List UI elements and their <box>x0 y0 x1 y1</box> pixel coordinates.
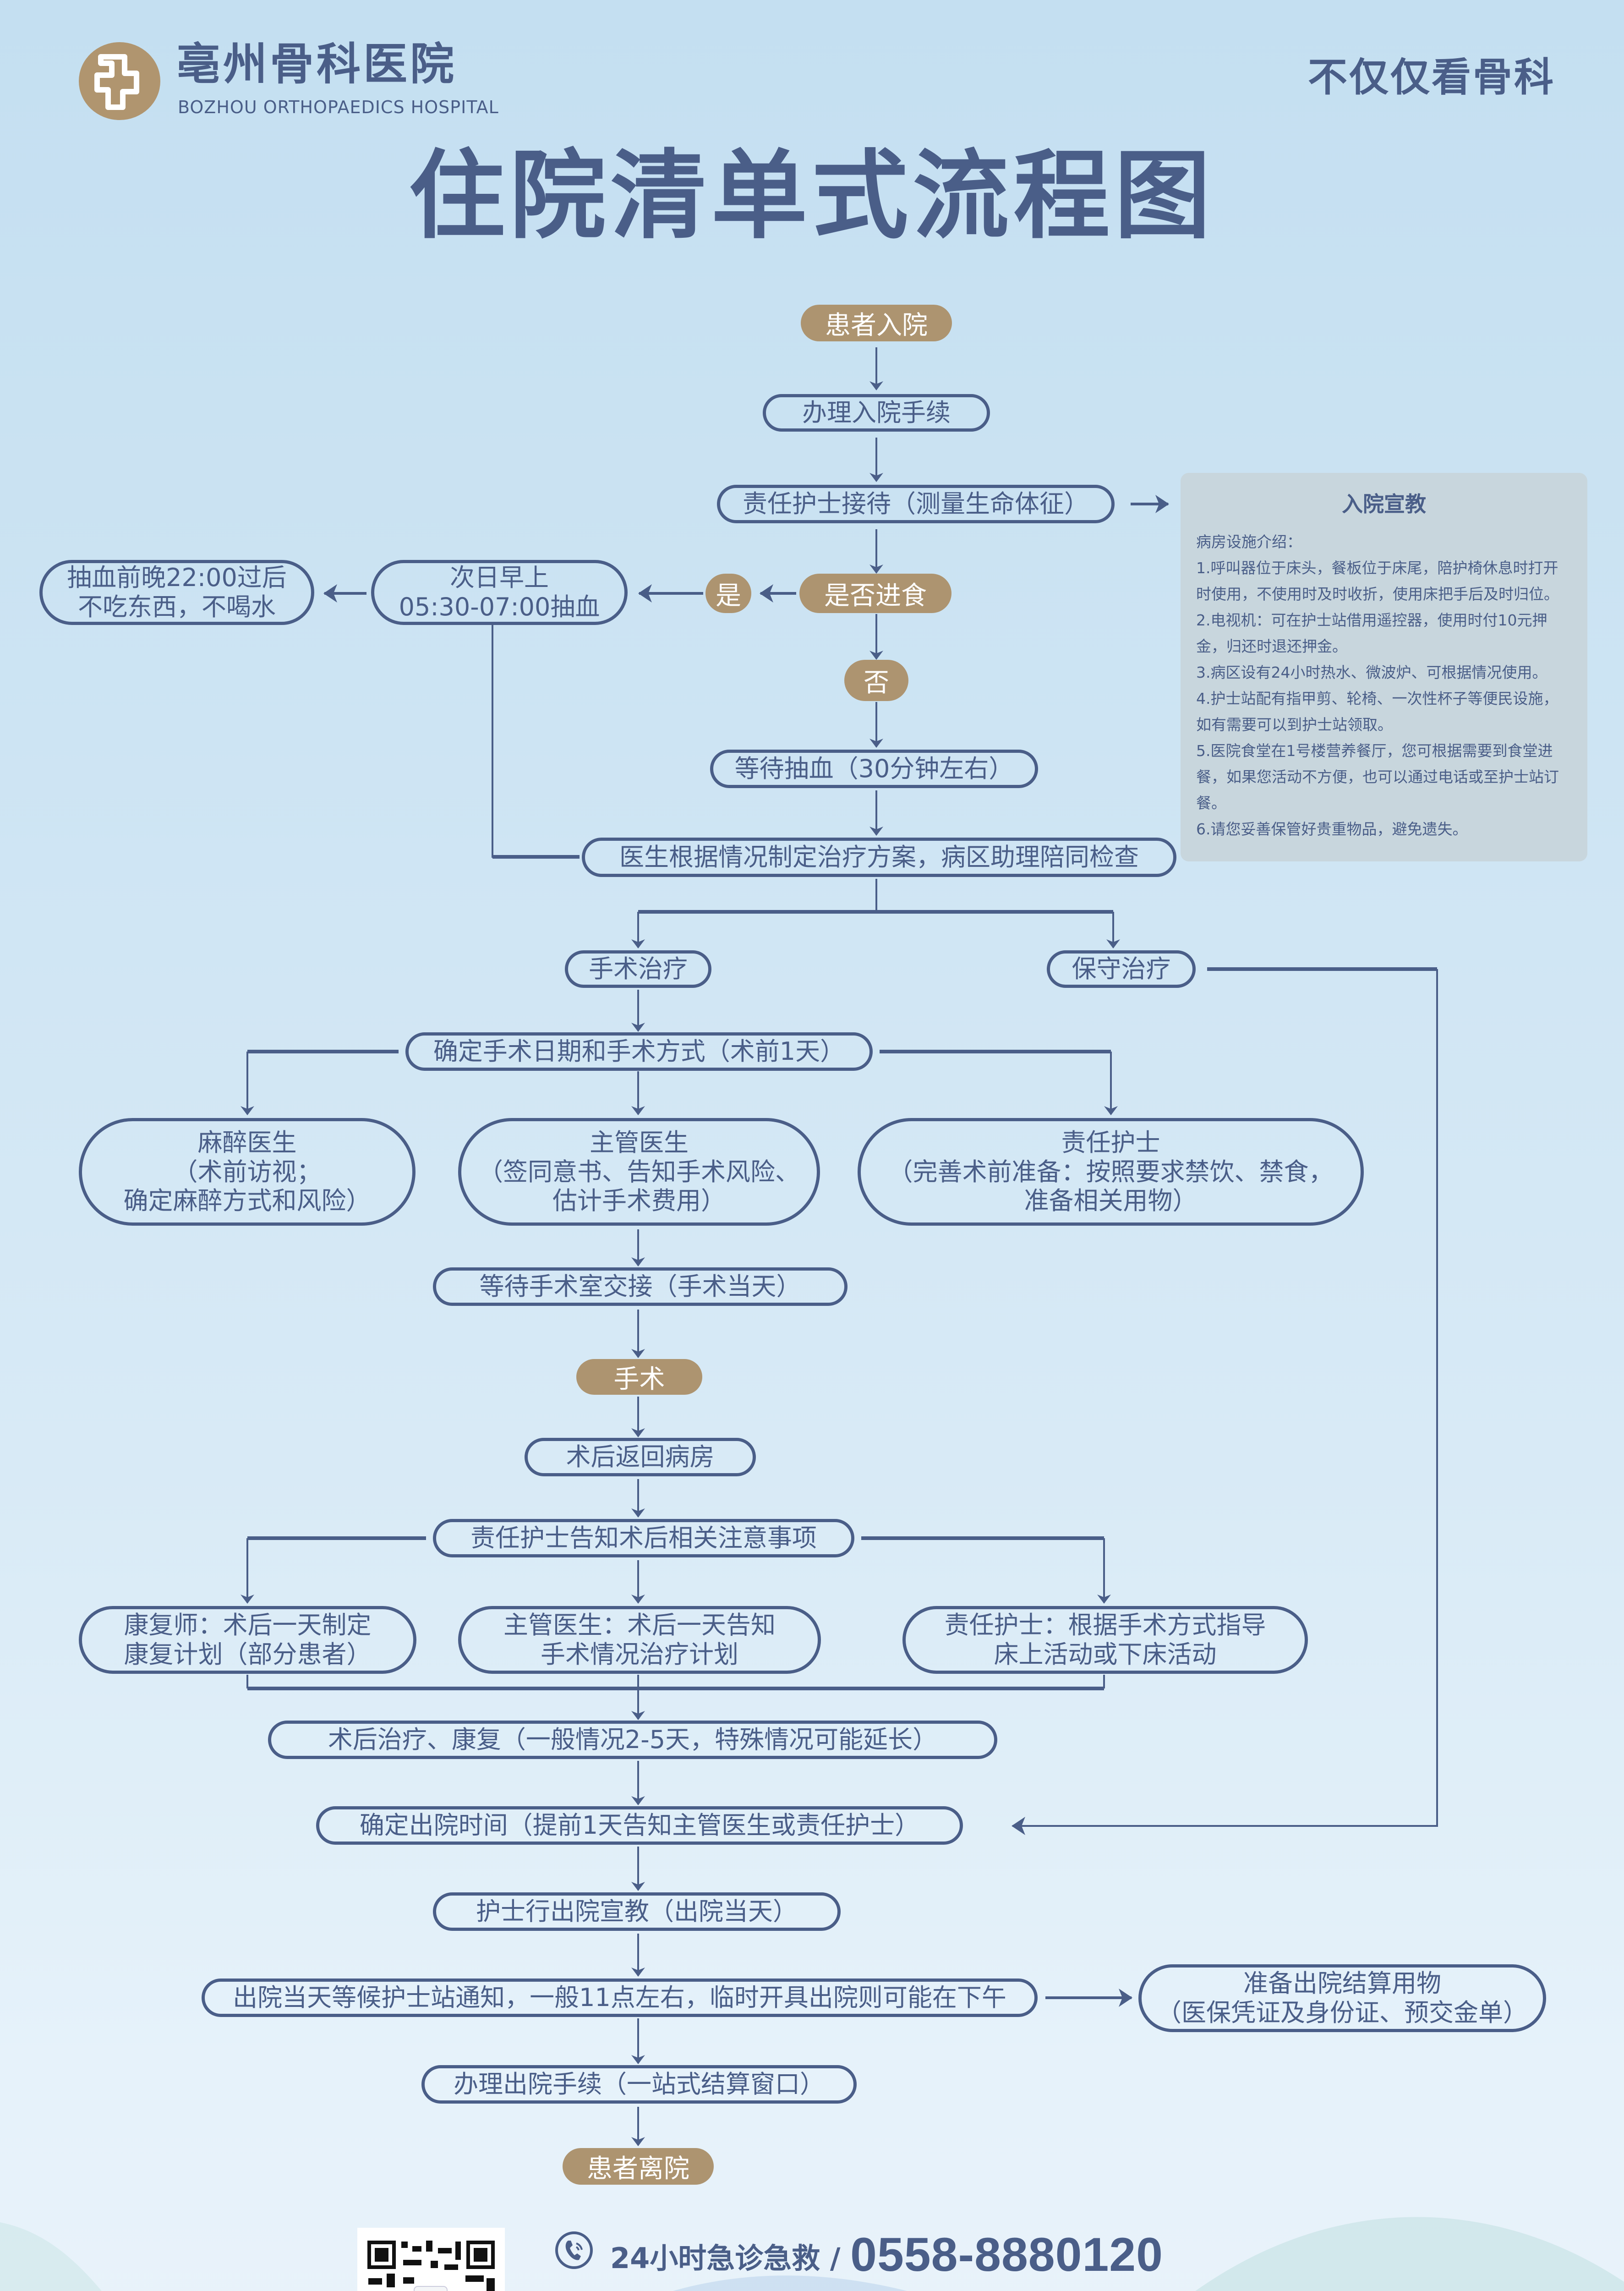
emergency-label: 24小时急诊急救 / <box>610 2242 851 2275</box>
panel-intro: 病房设施介绍： <box>1196 533 1302 551</box>
node-discharge-wait: 出院当天等候护士站通知，一般11点左右，临时开具出院则可能在下午 <box>202 1979 1038 2017</box>
line-conservative-to-discharge <box>1012 969 1438 1835</box>
node-confirm-surgery-date: 确定手术日期和手术方式（术前1天） <box>405 1032 873 1071</box>
node-postop-nurse: 责任护士：根据手术方式指导 床上活动或下床活动 <box>902 1606 1308 1674</box>
node-rehab-therapist: 康复师：术后一天制定 康复计划（部分患者） <box>79 1606 416 1674</box>
node-anesthesiologist: 麻醉医生 （术前访视； 确定麻醉方式和风险） <box>79 1118 416 1226</box>
node-wait-blood: 等待抽血（30分钟左右） <box>710 750 1038 788</box>
hospital-logo <box>79 42 160 120</box>
postop-nurse-line-2: 床上活动或下床活动 <box>994 1640 1217 1669</box>
attending-line-1: （签同意书、告知手术风险、 <box>478 1157 800 1186</box>
start-patient-admission: 患者入院 <box>801 305 952 341</box>
node-confirm-discharge: 确定出院时间（提前1天告知主管医生或责任护士） <box>316 1806 963 1845</box>
node-return-ward: 术后返回病房 <box>525 1438 756 1476</box>
node-postop-notice: 责任护士告知术后相关注意事项 <box>433 1519 854 1557</box>
nurse-line-1: （完善术前准备：按照要求禁饮、禁食， <box>888 1157 1334 1186</box>
decision-eaten: 是否进食 <box>799 574 951 613</box>
milestone-surgery: 手术 <box>576 1359 702 1395</box>
settlement-line-2: （医保凭证及身份证、预交金单） <box>1157 1998 1528 2027</box>
postop-nurse-line-1: 责任护士：根据手术方式指导 <box>944 1611 1266 1640</box>
nurse-title: 责任护士 <box>1061 1128 1160 1157</box>
emergency-phone[interactable]: 0558-8880120 <box>850 2228 1163 2281</box>
panel-item: 4.护士站配有指甲剪、轮椅、一次性杯子等便民设施，如有需要可以到护士站领取。 <box>1196 690 1558 734</box>
line-morning-to-plan <box>492 624 580 858</box>
node-nurse-reception: 责任护士接待（测量生命体征） <box>717 485 1115 523</box>
attending-title: 主管医生 <box>590 1128 689 1157</box>
node-postop-treatment: 术后治疗、康复（一般情况2-5天，特殊情况可能延长） <box>268 1721 997 1759</box>
admission-education-panel: 入院宣教 病房设施介绍： 1.呼叫器位于床头，餐板位于床尾，陪护椅休息时打开时使… <box>1181 473 1587 861</box>
hospital-name-en: BOZHOU ORTHOPAEDICS HOSPITAL <box>178 97 499 117</box>
panel-item: 1.呼叫器位于床头，餐板位于床尾，陪护椅休息时打开时使用，不使用时及时收折，使用… <box>1196 559 1559 603</box>
node-wait-or-handover: 等待手术室交接（手术当天） <box>433 1267 848 1306</box>
panel-item: 6.请您妥善保管好贵重物品，避免遗失。 <box>1196 820 1468 838</box>
node-discharge-procedure: 办理出院手续（一站式结算窗口） <box>421 2065 857 2104</box>
qr-code-graphic <box>367 2241 495 2291</box>
panel-item: 5.医院食堂在1号楼营养餐厅，您可根据需要到食堂进餐，如果您活动不方便，也可以通… <box>1196 742 1559 812</box>
slogan: 不仅仅看骨科 <box>1308 55 1555 100</box>
rehab-line-1: 康复师：术后一天制定 <box>124 1611 372 1640</box>
rehab-line-2: 康复计划（部分患者） <box>124 1640 372 1669</box>
postop-attending-line-1: 主管医生：术后一天告知 <box>503 1611 776 1640</box>
node-responsible-nurse: 责任护士 （完善术前准备：按照要求禁饮、禁食， 准备相关用物） <box>858 1118 1364 1226</box>
panel-title: 入院宣教 <box>1342 492 1426 516</box>
fasting-line-1: 抽血前晚22:00过后 <box>67 563 287 592</box>
phone-icon <box>555 2231 593 2269</box>
node-doctor-plan: 医生根据情况制定治疗方案，病区助理陪同检查 <box>582 838 1176 877</box>
next-morning-line-2: 05:30-07:00抽血 <box>399 592 600 621</box>
node-fasting-note: 抽血前晚22:00过后 不吃东西，不喝水 <box>39 560 314 625</box>
qr-code[interactable] <box>357 2228 505 2291</box>
node-discharge-education: 护士行出院宣教（出院当天） <box>433 1892 841 1931</box>
fasting-line-2: 不吃东西，不喝水 <box>78 592 276 621</box>
panel-item: 2.电视机：可在护士站借用遥控器，使用时付10元押金，归还时退还押金。 <box>1196 611 1547 655</box>
hospital-cross-icon <box>94 54 139 110</box>
consult-line: 24小时咨询投诉/ 19339101582 <box>610 2284 1087 2291</box>
anesthesiologist-line-2: 确定麻醉方式和风险） <box>123 1186 371 1216</box>
background-hills <box>0 2217 1624 2291</box>
anesthesiologist-line-1: （术前访视； <box>173 1157 322 1186</box>
node-admission-procedure: 办理入院手续 <box>763 394 990 432</box>
anesthesiologist-title: 麻醉医生 <box>197 1128 297 1157</box>
page-title: 住院清单式流程图 <box>409 140 1215 252</box>
node-prepare-settlement: 准备出院结算用物 （医保凭证及身份证、预交金单） <box>1138 1964 1546 2032</box>
emergency-line: 24小时急诊急救 / 0558-8880120 <box>610 2228 1163 2282</box>
attending-line-2: 估计手术费用） <box>552 1186 726 1216</box>
branch-no: 否 <box>844 660 908 701</box>
node-attending-doctor: 主管医生 （签同意书、告知手术风险、 估计手术费用） <box>458 1118 820 1226</box>
next-morning-line-1: 次日早上 <box>450 563 549 592</box>
postop-attending-line-2: 手术情况治疗计划 <box>541 1640 738 1669</box>
node-surgery-treatment: 手术治疗 <box>565 950 711 988</box>
node-postop-attending: 主管医生：术后一天告知 手术情况治疗计划 <box>458 1606 821 1674</box>
node-conservative-treatment: 保守治疗 <box>1047 950 1196 988</box>
branch-yes: 是 <box>705 574 751 613</box>
nurse-line-2: 准备相关用物） <box>1024 1186 1197 1216</box>
settlement-line-1: 准备出院结算用物 <box>1243 1969 1441 1998</box>
panel-item: 3.病区设有24小时热水、微波炉、可根据情况使用。 <box>1196 663 1547 681</box>
node-next-morning-blood: 次日早上 05:30-07:00抽血 <box>371 560 628 625</box>
hospital-name-cn: 亳州骨科医院 <box>176 38 457 90</box>
end-patient-leave: 患者离院 <box>563 2148 714 2185</box>
